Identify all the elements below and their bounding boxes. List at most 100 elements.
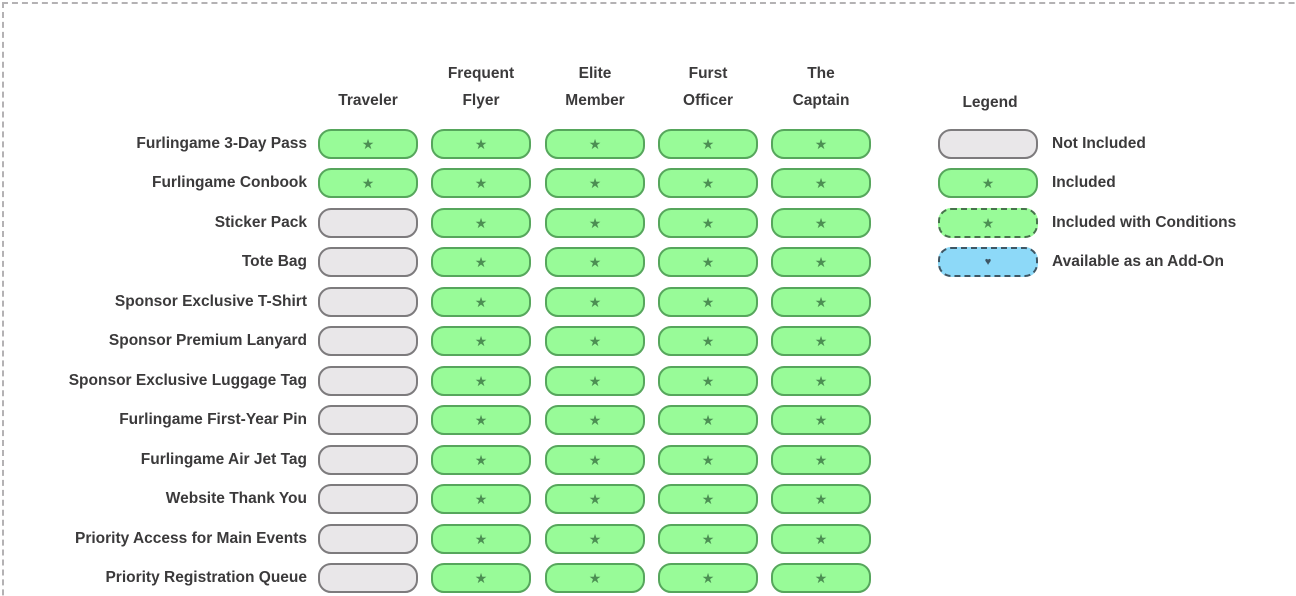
- star-icon: ★: [588, 531, 602, 547]
- pill-not-included: [318, 366, 418, 396]
- pill-not-included: [318, 445, 418, 475]
- star-icon: ★: [981, 175, 995, 191]
- pill-included: ★: [658, 366, 758, 396]
- pill-included: ★: [771, 168, 871, 198]
- pill-included: ★: [431, 287, 531, 317]
- column-header-frequent-flyer: Frequent Flyer: [416, 56, 546, 114]
- row-label: Priority Access for Main Events: [74, 530, 307, 547]
- star-icon: ★: [814, 215, 828, 231]
- pill-included: ★: [431, 366, 531, 396]
- pill-included: ★: [658, 129, 758, 159]
- row-label: Priority Registration Queue: [105, 569, 307, 586]
- star-icon: ★: [588, 333, 602, 349]
- pill-included: ★: [771, 208, 871, 238]
- star-icon: ★: [474, 412, 488, 428]
- heart-icon: ♥: [984, 255, 992, 268]
- pill-included: ★: [658, 168, 758, 198]
- column-header-line: Flyer: [462, 92, 500, 109]
- star-icon: ★: [701, 294, 715, 310]
- star-icon: ★: [588, 294, 602, 310]
- pill-included: ★: [658, 563, 758, 593]
- pill-included: ★: [771, 563, 871, 593]
- star-icon: ★: [981, 215, 995, 231]
- pill-included: ★: [658, 247, 758, 277]
- row-label: Website Thank You: [165, 490, 307, 507]
- star-icon: ★: [701, 531, 715, 547]
- pill-included: ★: [431, 247, 531, 277]
- column-header-line: Elite: [578, 65, 612, 82]
- pill-included: ★: [771, 129, 871, 159]
- row-label: Tote Bag: [241, 253, 307, 270]
- pill-included: ★: [545, 326, 645, 356]
- star-icon: ★: [701, 570, 715, 586]
- star-icon: ★: [588, 254, 602, 270]
- pill-included: ★: [431, 208, 531, 238]
- pill-not-included: [318, 484, 418, 514]
- row-label: Furlingame Air Jet Tag: [140, 451, 307, 468]
- star-icon: ★: [701, 175, 715, 191]
- pill-included: ★: [431, 326, 531, 356]
- star-icon: ★: [588, 136, 602, 152]
- star-icon: ★: [474, 531, 488, 547]
- pill-included: ★: [771, 524, 871, 554]
- star-icon: ★: [701, 254, 715, 270]
- column-header-traveler: Traveler: [303, 56, 433, 114]
- pill-included: ★: [771, 484, 871, 514]
- star-icon: ★: [474, 175, 488, 191]
- legend-label: Available as an Add-On: [1052, 253, 1224, 270]
- star-icon: ★: [588, 412, 602, 428]
- star-icon: ★: [814, 175, 828, 191]
- row-label: Sponsor Exclusive T-Shirt: [114, 293, 307, 310]
- pill-not-included: [318, 405, 418, 435]
- column-header-line: Officer: [683, 92, 733, 109]
- star-icon: ★: [474, 333, 488, 349]
- pill-included: ★: [431, 168, 531, 198]
- column-header-furst-officer: Furst Officer: [643, 56, 773, 114]
- pill-included: ★: [431, 405, 531, 435]
- pill-included: ★: [545, 484, 645, 514]
- legend-label: Included: [1052, 174, 1116, 191]
- pill-not-included: [318, 287, 418, 317]
- pill-included: ★: [771, 445, 871, 475]
- pill-not-included: [318, 247, 418, 277]
- star-icon: ★: [701, 373, 715, 389]
- pill-included: ★: [658, 287, 758, 317]
- pill-included: ★: [545, 168, 645, 198]
- star-icon: ★: [588, 570, 602, 586]
- pill-included: ★: [658, 208, 758, 238]
- pill-included: ★: [545, 287, 645, 317]
- column-header-line: Frequent: [447, 65, 515, 82]
- star-icon: ★: [814, 333, 828, 349]
- row-label: Sponsor Exclusive Luggage Tag: [68, 372, 307, 389]
- star-icon: ★: [588, 373, 602, 389]
- pill-included: ★: [545, 208, 645, 238]
- pill-included: ★: [658, 405, 758, 435]
- star-icon: ★: [588, 491, 602, 507]
- star-icon: ★: [814, 254, 828, 270]
- pill-included: ★: [771, 405, 871, 435]
- pill-included: ★: [545, 247, 645, 277]
- star-icon: ★: [701, 491, 715, 507]
- star-icon: ★: [814, 531, 828, 547]
- column-header-elite-member: Elite Member: [530, 56, 660, 114]
- pill-not-included: [318, 208, 418, 238]
- star-icon: ★: [588, 452, 602, 468]
- pill-included: ★: [318, 168, 418, 198]
- pill-included: ★: [545, 366, 645, 396]
- row-label: Furlingame Conbook: [152, 174, 307, 191]
- pill-included: ★: [771, 366, 871, 396]
- pill-included: ★: [771, 326, 871, 356]
- star-icon: ★: [814, 491, 828, 507]
- pill-included: ★: [431, 129, 531, 159]
- star-icon: ★: [701, 452, 715, 468]
- star-icon: ★: [474, 254, 488, 270]
- star-icon: ★: [701, 136, 715, 152]
- column-header-line: Traveler: [338, 92, 398, 109]
- legend-title: Legend: [962, 94, 1018, 111]
- column-header-line: Furst: [688, 65, 728, 82]
- star-icon: ★: [814, 412, 828, 428]
- pill-included: ★: [545, 524, 645, 554]
- star-icon: ★: [701, 412, 715, 428]
- row-label: Furlingame First-Year Pin: [119, 411, 307, 428]
